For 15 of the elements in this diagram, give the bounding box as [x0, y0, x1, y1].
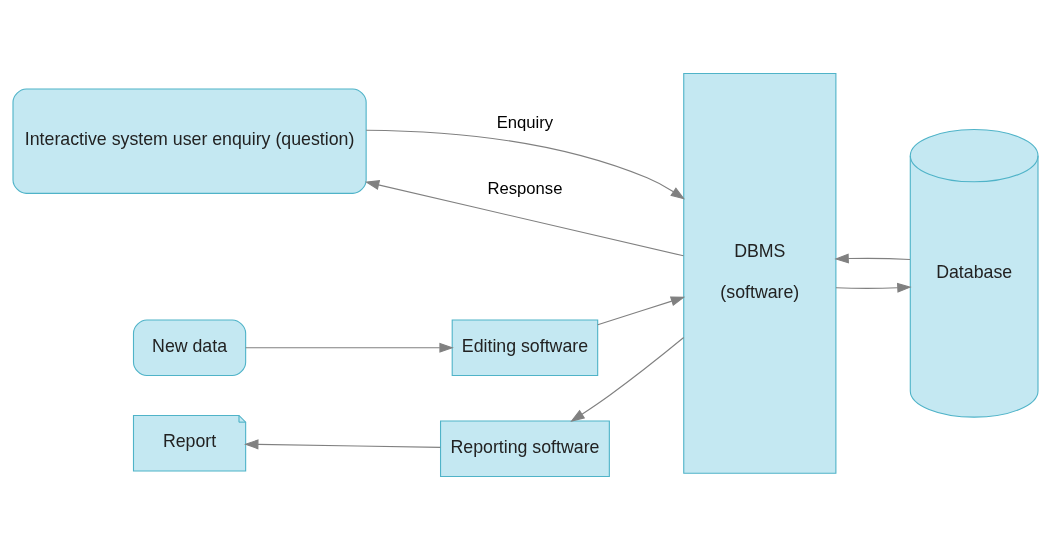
arrow — [364, 180, 684, 257]
arrow — [835, 282, 912, 293]
arrow — [365, 129, 686, 200]
arrow — [834, 253, 911, 264]
arrow — [244, 439, 441, 450]
node-box: Reporting software — [440, 420, 610, 478]
node-box: New data — [132, 319, 247, 377]
arrow — [570, 337, 685, 422]
arrow — [245, 342, 454, 353]
node-box: Editing software — [451, 319, 599, 377]
arrow — [597, 296, 686, 326]
node-box: DBMS (software) — [683, 72, 837, 474]
node-box: Interactive system user enquiry (question) — [12, 88, 367, 194]
edge-label: Enquiry — [496, 112, 554, 132]
edge-label: Response — [487, 179, 563, 199]
